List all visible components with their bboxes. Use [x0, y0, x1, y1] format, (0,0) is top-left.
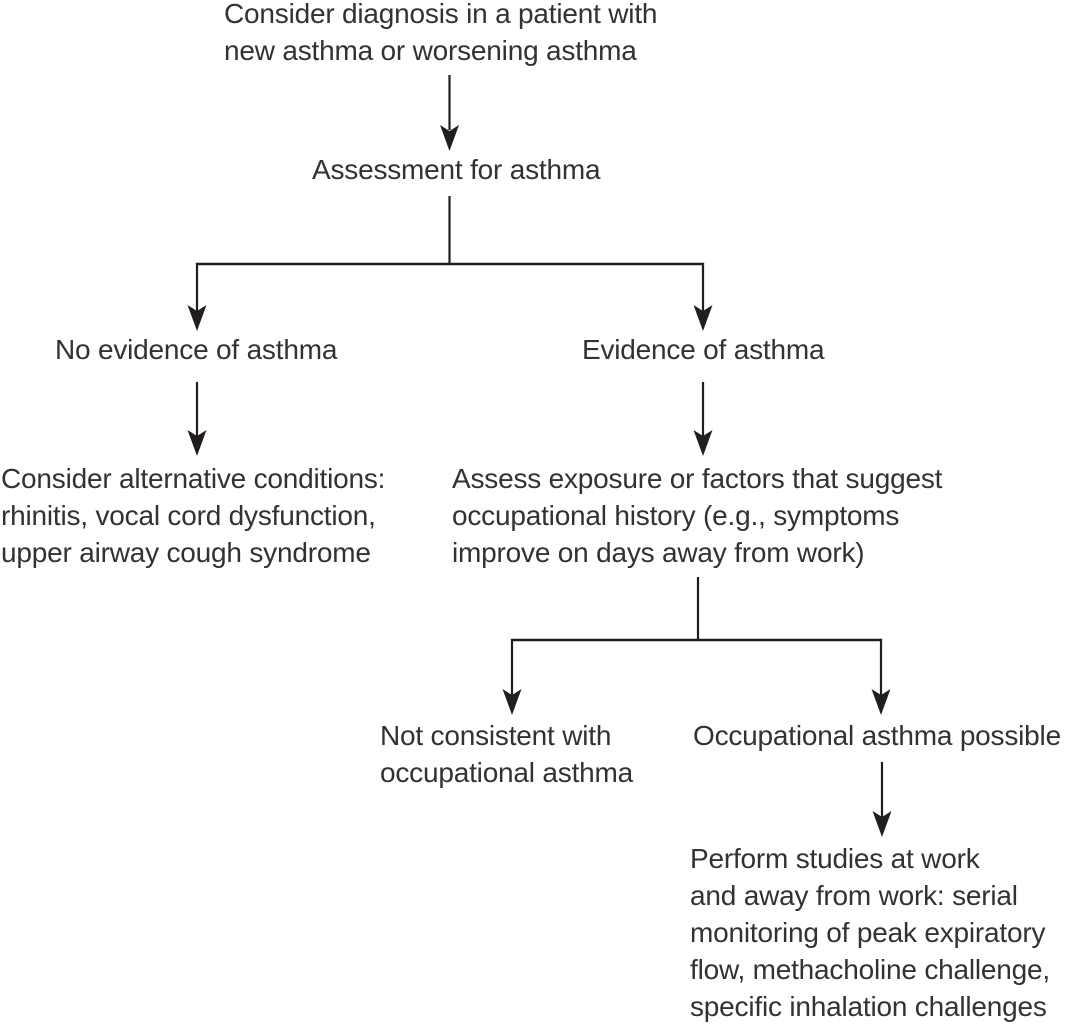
arrow-to-occupational-possible-icon [871, 639, 891, 715]
node-perform-studies: Perform studies at work and away from wo… [690, 843, 1050, 1022]
arrow-to-assess-exposure-icon [693, 382, 713, 456]
node-consider-diagnosis: Consider diagnosis in a patient with new… [224, 0, 658, 66]
node-occupational-asthma-possible: Occupational asthma possible [693, 720, 1061, 751]
arrow-to-assessment-icon [440, 75, 459, 151]
node-evidence-of-asthma: Evidence of asthma [582, 334, 825, 365]
node-consider-alternative-conditions: Consider alternative conditions: rhiniti… [1, 463, 386, 568]
node-no-evidence-of-asthma: No evidence of asthma [55, 334, 338, 365]
branch-occupational-connector [510, 577, 883, 642]
node-not-consistent: Not consistent with occupational asthma [380, 720, 634, 788]
branch-evidence-connector [195, 196, 705, 266]
arrow-to-perform-studies-icon [872, 762, 892, 837]
arrow-to-not-consistent-icon [502, 639, 522, 715]
node-assess-exposure: Assess exposure or factors that suggest … [452, 463, 943, 568]
node-assessment-for-asthma: Assessment for asthma [312, 154, 601, 185]
arrow-to-alternative-conditions-icon [187, 382, 207, 456]
arrow-to-evidence-icon [693, 263, 713, 331]
arrow-to-no-evidence-icon [187, 263, 207, 331]
